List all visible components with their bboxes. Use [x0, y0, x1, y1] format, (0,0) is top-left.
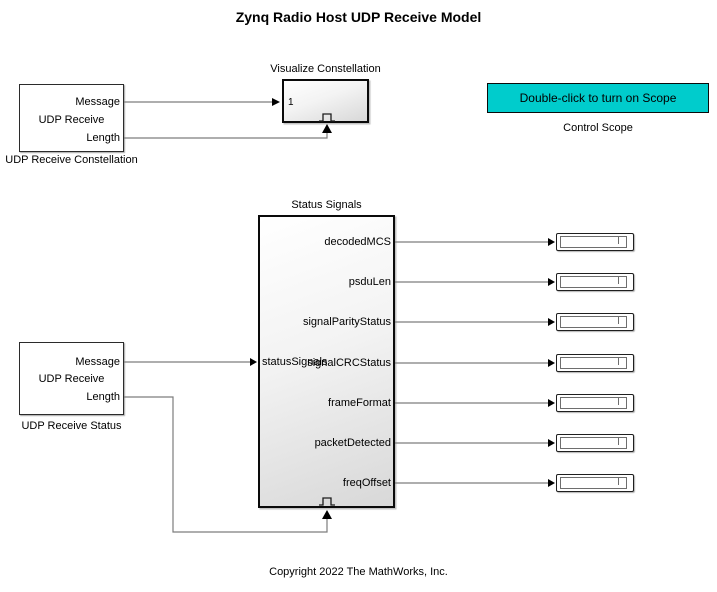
status-signals-inport: statusSignals [262, 356, 328, 368]
port-label-message: Message [75, 356, 120, 368]
outport-decodedmcs: decodedMCS [324, 236, 391, 248]
port-label-length: Length [86, 391, 120, 403]
copyright-text: Copyright 2022 The MathWorks, Inc. [269, 566, 448, 578]
arrowhead [548, 359, 555, 367]
control-scope-label: Control Scope [563, 122, 633, 134]
arrowhead [548, 479, 555, 487]
outport-psdulen: psduLen [348, 276, 391, 288]
display-value-area [560, 437, 627, 449]
display-block-signalcrcstatus[interactable] [556, 354, 634, 372]
display-block-packetdetected[interactable] [556, 434, 634, 452]
status-signals-label: Status Signals [291, 199, 362, 211]
display-value-area [560, 477, 627, 489]
display-value-area [560, 316, 627, 328]
udp-receive-constellation-block[interactable] [19, 84, 124, 152]
arrowhead [322, 510, 332, 519]
udp-receive-status-label: UDP Receive Status [21, 420, 122, 432]
display-block-decodedmcs[interactable] [556, 233, 634, 251]
outport-freqoffset: freqOffset [342, 477, 391, 489]
model-title: Zynq Radio Host UDP Receive Model [235, 9, 482, 25]
port-label-length: Length [86, 132, 120, 144]
arrowhead [548, 278, 555, 286]
arrowhead [548, 238, 555, 246]
block-text-udp-receive: UDP Receive [38, 373, 105, 385]
port-label-message: Message [75, 96, 120, 108]
arrowhead [272, 98, 280, 106]
display-value-area [560, 276, 627, 288]
visualize-constellation-label: Visualize Constellation [270, 63, 381, 75]
display-value-area [560, 397, 627, 409]
outport-signalcrcstatus: signalCRCStatus [307, 357, 391, 369]
display-value-area [560, 236, 627, 248]
display-block-frameformat[interactable] [556, 394, 634, 412]
outport-frameformat: frameFormat [328, 397, 391, 409]
wire-length-to-visualize-enable[interactable] [124, 132, 328, 139]
visualize-constellation-inport-1: 1 [288, 97, 294, 108]
control-scope-button-label: Double-click to turn on Scope [519, 91, 677, 105]
control-scope-button[interactable]: Double-click to turn on Scope [487, 83, 709, 113]
outport-signalparitystatus: signalParityStatus [302, 316, 391, 328]
arrowhead [548, 399, 555, 407]
arrowhead [250, 358, 257, 366]
block-text-udp-receive: UDP Receive [38, 114, 105, 126]
udp-receive-constellation-label: UDP Receive Constellation [5, 154, 138, 166]
arrowhead [322, 124, 332, 133]
arrowhead [548, 318, 555, 326]
display-value-area [560, 357, 627, 369]
display-block-signalparitystatus[interactable] [556, 313, 634, 331]
display-block-psdulen[interactable] [556, 273, 634, 291]
arrowhead [548, 439, 555, 447]
display-block-freqoffset[interactable] [556, 474, 634, 492]
udp-receive-status-block[interactable] [19, 342, 124, 415]
outport-packetdetected: packetDetected [314, 437, 391, 449]
